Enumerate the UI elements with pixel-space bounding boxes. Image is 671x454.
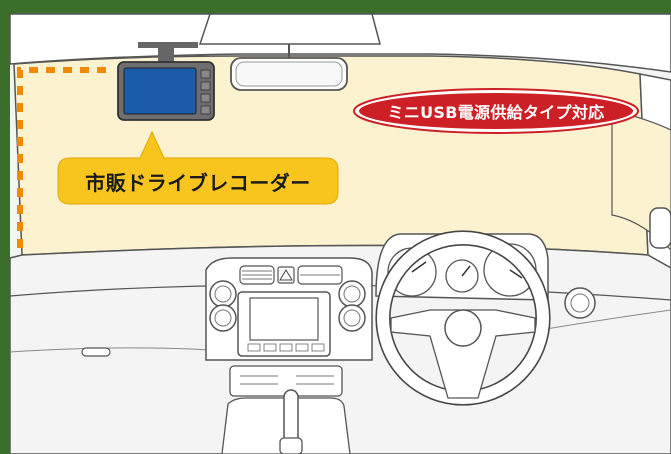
vent-ring [570,293,590,313]
dashboard-lower-right [539,309,671,331]
dashcam-mount-base [138,42,198,48]
dashcam-mount-arm [158,48,174,62]
dashcam-screen [123,67,197,115]
nav-button [247,343,261,352]
steering-hub [444,309,482,347]
round-vent-left-low [209,304,237,332]
nav-button [263,343,277,352]
nav-button [295,343,309,352]
round-vent-right [338,280,366,308]
round-vent-far-right [564,287,596,319]
vent-ring [343,285,361,303]
nav-button [311,343,325,352]
callout-bubble [57,130,339,205]
steering-wheel-spokes [390,309,536,399]
gauge-needle [509,269,523,279]
dashcam-button-1 [200,69,211,79]
gauge-needle [461,265,471,277]
steering-wheel-rim-outline [375,230,551,406]
side-mirror-right [649,207,671,249]
left-green-border [0,0,10,454]
glovebox-handle [81,347,111,357]
hazard-button [277,266,295,284]
rear-view-mirror-glass [235,61,343,87]
gauge-needle [411,261,427,273]
gear-lever [283,389,299,445]
vent-ring [214,285,232,303]
top-green-border [0,0,671,14]
dashboard-lower [9,347,211,353]
round-vent-right-low [338,304,366,332]
nav-button [279,343,293,352]
dashcam-button-3 [200,93,211,103]
hazard-icon [279,269,293,281]
vent-ring [214,309,232,327]
gear-knob-base [279,437,303,454]
nav-screen [249,297,319,341]
vent-ring [343,309,361,327]
round-vent-left [209,280,237,308]
dashcam-button-2 [200,81,211,91]
dashcam-button-4 [200,105,211,115]
usb-badge [359,93,633,129]
